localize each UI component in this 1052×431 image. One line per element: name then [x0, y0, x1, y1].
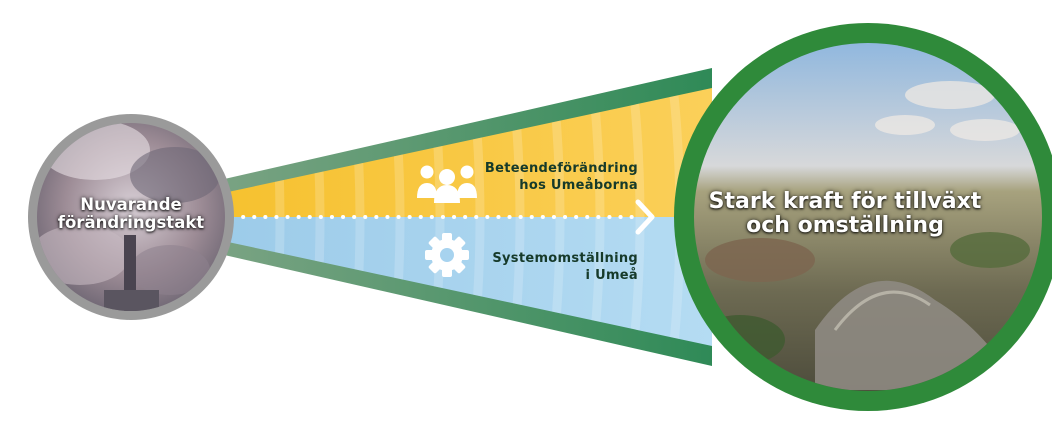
arrow-chevron-icon — [635, 199, 655, 235]
bottom-band-line-1: Systemomställning — [492, 251, 638, 266]
top-band-label: Beteendeförändring hos Umeåborna — [470, 161, 638, 195]
people-group-icon — [417, 165, 477, 203]
bottom-band-line-2: i Umeå — [585, 267, 638, 283]
gear-icon — [425, 233, 469, 277]
left-circle-label: Nuvarande förändringstakt — [36, 196, 226, 232]
bottom-band-label: Systemomställning i Umeå — [470, 251, 638, 285]
top-band-line-2: hos Umeåborna — [519, 177, 638, 193]
left-label-line-2: förändringstakt — [57, 212, 205, 232]
right-label-line-2: och omställning — [746, 212, 944, 238]
factory-smoke-photo — [37, 123, 225, 311]
right-circle-label: Stark kraft för tillväxt och omställning — [680, 190, 1010, 238]
top-band-line-1: Beteendeförändring — [484, 161, 638, 176]
right-label-line-1: Stark kraft för tillväxt — [708, 189, 982, 214]
future-city-photo — [694, 43, 1042, 391]
left-label-line-1: Nuvarande — [80, 195, 182, 214]
